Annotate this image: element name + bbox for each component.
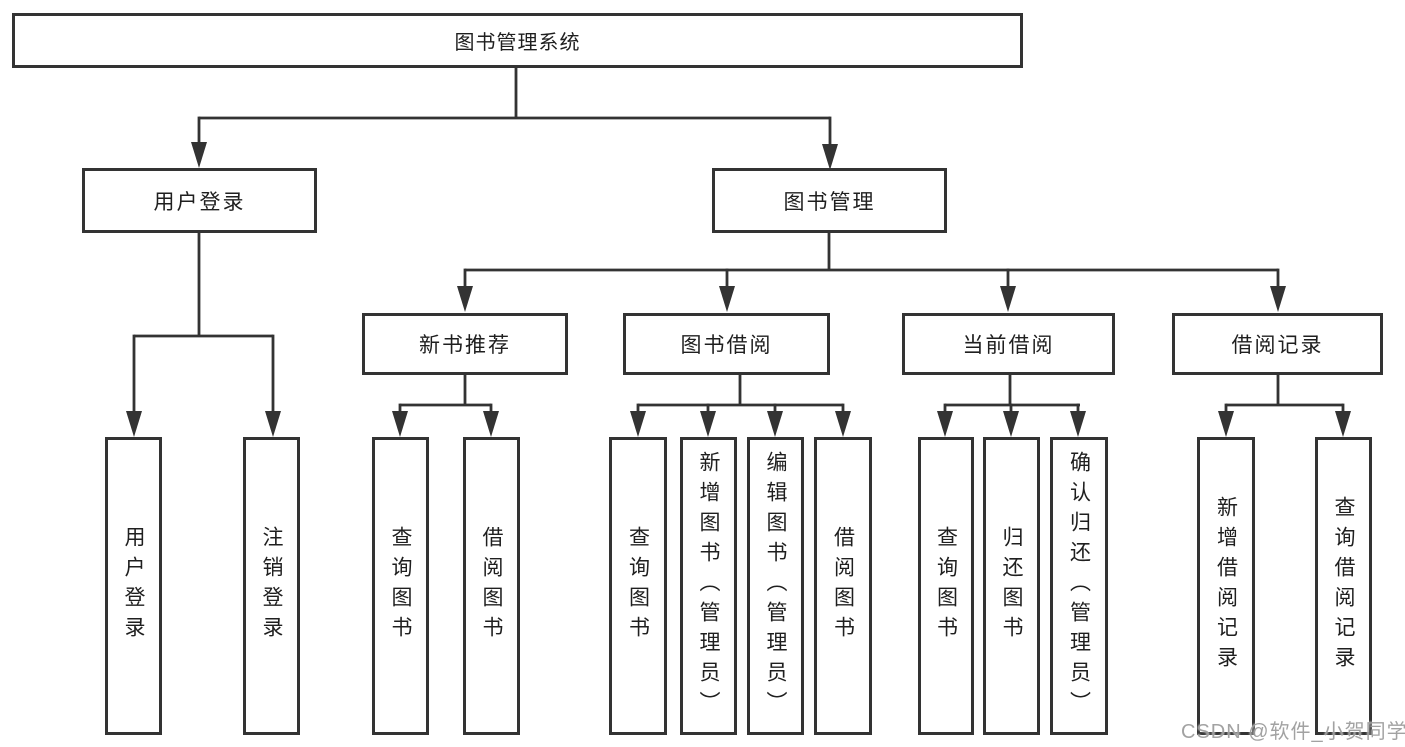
leaf-borrow-book-1: 借阅图书 (463, 437, 520, 735)
leaf-query-book-2: 查询图书 (609, 437, 667, 735)
node-borrow-records: 借阅记录 (1172, 313, 1383, 375)
leaf-add-borrow-record-label: 新增借阅记录 (1214, 496, 1238, 676)
leaf-add-borrow-record: 新增借阅记录 (1197, 437, 1255, 735)
node-new-book-recommend-label: 新书推荐 (419, 334, 511, 357)
leaf-add-book-admin-label: 新增图书（管理员） (697, 451, 720, 721)
leaf-add-book-admin: 新增图书（管理员） (680, 437, 737, 735)
leaf-edit-book-admin: 编辑图书（管理员） (747, 437, 804, 735)
node-book-management-label: 图书管理 (783, 190, 876, 214)
leaf-user-login: 用户登录 (105, 437, 162, 735)
leaf-confirm-return-admin: 确认归还（管理员） (1050, 437, 1108, 735)
leaf-query-book-3-label: 查询图书 (934, 526, 958, 646)
leaf-query-book-1: 查询图书 (372, 437, 429, 735)
leaf-query-book-3: 查询图书 (918, 437, 974, 735)
leaf-borrow-book-2-label: 借阅图书 (831, 526, 855, 646)
leaf-query-book-2-label: 查询图书 (626, 526, 650, 646)
leaf-user-login-label: 用户登录 (122, 526, 145, 646)
node-user-login-label: 用户登录 (153, 190, 246, 214)
node-current-borrow: 当前借阅 (902, 313, 1115, 375)
node-new-book-recommend: 新书推荐 (362, 313, 568, 375)
leaf-borrow-book-2: 借阅图书 (814, 437, 872, 735)
node-book-management: 图书管理 (712, 168, 947, 233)
leaf-query-borrow-record-label: 查询借阅记录 (1332, 496, 1355, 676)
leaf-logout-label: 注销登录 (260, 526, 283, 646)
leaf-edit-book-admin-label: 编辑图书（管理员） (764, 451, 787, 721)
leaf-confirm-return-admin-label: 确认归还（管理员） (1067, 451, 1091, 721)
node-borrow-records-label: 借阅记录 (1231, 334, 1324, 357)
leaf-return-book-label: 归还图书 (1000, 526, 1023, 646)
leaf-query-book-1-label: 查询图书 (389, 526, 412, 646)
leaf-query-borrow-record: 查询借阅记录 (1315, 437, 1372, 735)
watermark: CSDN @软件_小贺同学 (1181, 721, 1405, 743)
node-root-label: 图书管理系统 (454, 32, 581, 54)
node-book-borrow-label: 图书借阅 (680, 334, 773, 357)
leaf-return-book: 归还图书 (983, 437, 1040, 735)
leaf-borrow-book-1-label: 借阅图书 (480, 526, 503, 646)
node-current-borrow-label: 当前借阅 (962, 334, 1055, 357)
node-root: 图书管理系统 (12, 13, 1023, 68)
node-book-borrow: 图书借阅 (623, 313, 830, 375)
leaf-logout: 注销登录 (243, 437, 300, 735)
node-user-login: 用户登录 (82, 168, 317, 233)
arrowheads (126, 142, 1351, 437)
